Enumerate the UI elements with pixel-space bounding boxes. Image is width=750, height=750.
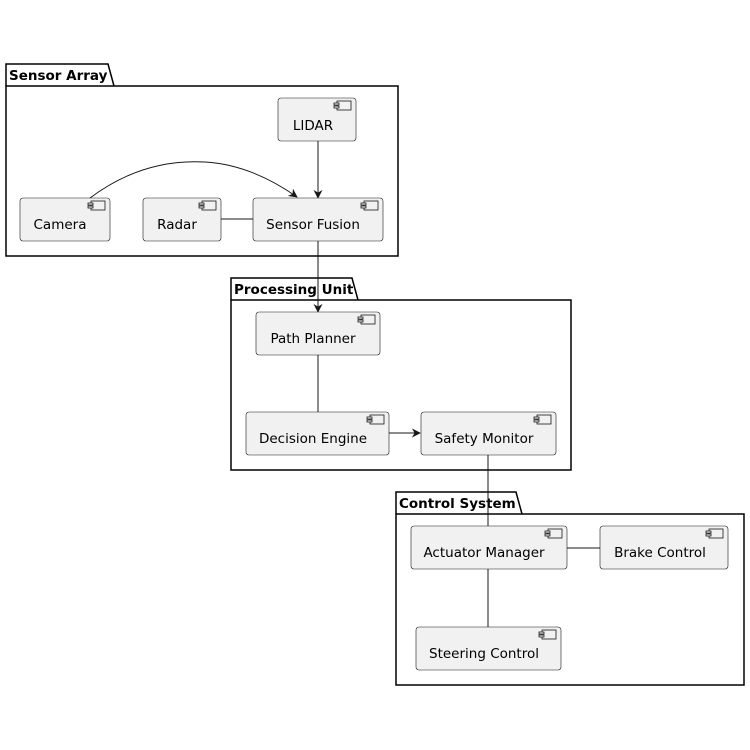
component-icon-pin: [87, 205, 94, 209]
component-radar[interactable]: Radar: [142, 197, 222, 242]
component-icon: [90, 200, 106, 211]
component-icon-pin: [198, 202, 205, 206]
component-icon-pin: [538, 631, 545, 635]
component-icon-pin: [87, 202, 94, 206]
component-camera[interactable]: Camera: [19, 197, 111, 242]
component-label-radar: Radar: [157, 217, 197, 233]
component-icon: [547, 528, 563, 539]
edge-camera-to-sensor-fusion: [89, 161, 298, 199]
component-actuator-manager[interactable]: Actuator Manager: [410, 525, 568, 570]
package-title-control-system: Control System: [399, 496, 516, 512]
component-label-path-planner: Path Planner: [270, 331, 356, 347]
component-icon-pin: [366, 416, 373, 420]
component-label-safety-monitor: Safety Monitor: [435, 431, 534, 447]
component-icon-pin: [333, 105, 340, 109]
component-label-actuator-manager: Actuator Manager: [423, 545, 545, 561]
component-safety-monitor[interactable]: Safety Monitor: [420, 411, 557, 456]
component-icon-pin: [544, 530, 551, 534]
component-label-steering-control: Steering Control: [429, 646, 539, 662]
package-title-processing-unit: Processing Unit: [234, 282, 354, 298]
component-icon: [369, 414, 385, 425]
component-icon-pin: [366, 419, 373, 423]
component-decision-engine[interactable]: Decision Engine: [245, 411, 390, 456]
component-sensor-fusion[interactable]: Sensor Fusion: [252, 197, 384, 242]
component-icon-pin: [705, 533, 712, 537]
component-icon-pin: [360, 202, 367, 206]
component-path-planner[interactable]: Path Planner: [255, 311, 381, 356]
component-icon-pin: [533, 416, 540, 420]
component-icon: [201, 200, 217, 211]
component-icon-pin: [357, 316, 364, 320]
component-icon-pin: [533, 419, 540, 423]
component-icon: [541, 629, 557, 640]
package-title-sensor-array: Sensor Array: [9, 68, 108, 84]
component-icon-pin: [544, 533, 551, 537]
component-label-sensor-fusion: Sensor Fusion: [266, 217, 360, 233]
component-icon: [536, 414, 552, 425]
component-icon: [336, 100, 352, 111]
component-label-brake-control: Brake Control: [614, 545, 706, 561]
component-label-camera: Camera: [34, 217, 87, 233]
component-label-lidar: LIDAR: [293, 118, 333, 134]
component-icon: [363, 200, 379, 211]
component-icon: [708, 528, 724, 539]
component-icon: [360, 314, 376, 325]
component-icon-pin: [357, 319, 364, 323]
component-icon-pin: [198, 205, 205, 209]
component-brake-control[interactable]: Brake Control: [599, 525, 729, 570]
component-icon-pin: [538, 634, 545, 638]
component-steering-control[interactable]: Steering Control: [415, 626, 562, 671]
component-label-decision-engine: Decision Engine: [259, 431, 367, 447]
component-lidar[interactable]: LIDAR: [277, 97, 357, 142]
component-icon-pin: [705, 530, 712, 534]
component-icon-pin: [333, 102, 340, 106]
component-icon-pin: [360, 205, 367, 209]
